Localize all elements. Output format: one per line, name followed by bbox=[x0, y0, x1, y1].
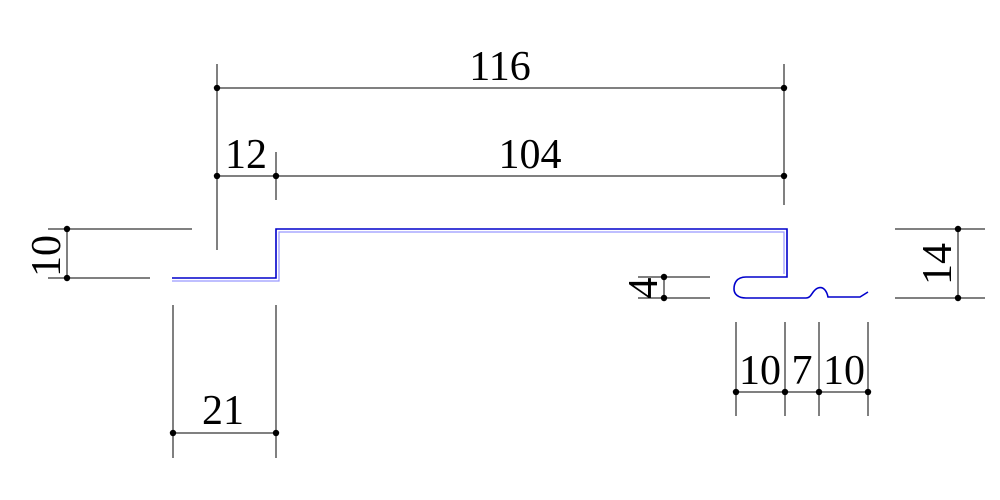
dimension-label-gap-7: 7 bbox=[792, 348, 813, 394]
dimension-116: 116 bbox=[213, 44, 788, 250]
profile-outer-line bbox=[172, 228, 869, 299]
dimension-label-4: 4 bbox=[621, 278, 667, 299]
dimension-4: 4 bbox=[621, 273, 710, 302]
dimension-hook-details: 10 7 10 bbox=[732, 322, 872, 416]
dimension-10-left: 10 bbox=[24, 225, 192, 282]
dimension-label-104: 104 bbox=[499, 132, 562, 178]
dimension-label-21: 21 bbox=[202, 388, 244, 434]
dimension-label-14: 14 bbox=[915, 243, 961, 285]
profile-inner-line bbox=[172, 231, 785, 282]
dimension-label-116: 116 bbox=[469, 44, 530, 90]
sheet-profile bbox=[172, 228, 869, 299]
dimension-label-12: 12 bbox=[225, 132, 267, 178]
dimension-12-104: 12 104 bbox=[213, 132, 788, 200]
dimension-label-hook-10: 10 bbox=[739, 348, 781, 394]
dimension-label-10-left: 10 bbox=[24, 235, 70, 277]
dimension-14-right: 14 bbox=[895, 225, 985, 302]
dimension-21: 21 bbox=[169, 305, 280, 458]
dimension-label-groove-10: 10 bbox=[823, 348, 865, 394]
